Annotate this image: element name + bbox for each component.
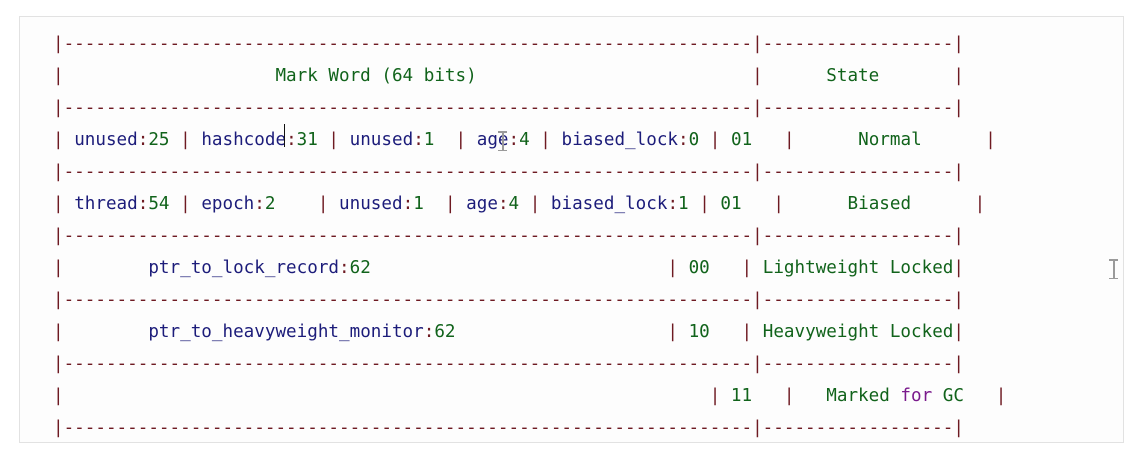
separator-row-2: |---------------------------------------… — [53, 162, 964, 182]
ascii-table[interactable]: |---------------------------------------… — [53, 28, 1007, 442]
row-heavyweight-locked: | ptr_to_heavyweight_monitor:62 | 10 | H… — [53, 322, 964, 342]
separator-row-1: |---------------------------------------… — [53, 98, 964, 118]
separator-row-5: |---------------------------------------… — [53, 354, 964, 374]
header-row: | Mark Word (64 bits) | State | — [53, 66, 964, 86]
separator-row-3: |---------------------------------------… — [53, 226, 964, 246]
separator-row-top: |---------------------------------------… — [53, 34, 964, 54]
row-marked-for-gc: | | 11 | Marked for GC | — [53, 386, 1007, 406]
separator-row-4: |---------------------------------------… — [53, 290, 964, 310]
code-block[interactable]: |---------------------------------------… — [19, 16, 1124, 443]
mouse-ibeam-state-right — [1109, 259, 1118, 279]
text-caret-hashcode — [284, 124, 285, 147]
row-normal: | unused:25 | hashcode:31 | unused:1 | a… — [53, 130, 996, 150]
separator-row-bottom: |---------------------------------------… — [53, 418, 964, 438]
row-lightweight-locked: | ptr_to_lock_record:62 | 00 | Lightweig… — [53, 258, 964, 278]
row-biased: | thread:54 | epoch:2 | unused:1 | age:4… — [53, 194, 986, 214]
